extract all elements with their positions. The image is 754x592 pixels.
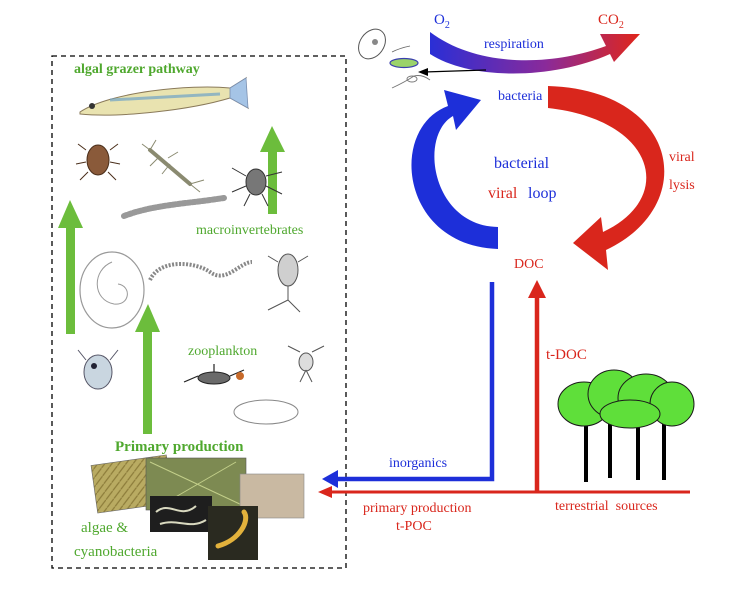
terrestrial-sources-label: terrestrial sources [555,499,658,514]
zooplankton-label: zooplankton [188,344,257,359]
primary-production-label: Primary production [115,439,244,455]
inorganics-arrow [333,282,495,482]
green-arrow-left [58,200,83,334]
t-doc-label: t-DOC [546,347,587,363]
respiration-arrow [430,32,640,74]
viral-lysis-arc-arrow [548,86,665,270]
fish-icon [79,76,250,116]
nauplius-icon [183,364,245,385]
bacterial-arc-arrow [411,90,498,249]
o2-label: O2 [434,12,450,31]
algal-pathway-box [51,55,347,569]
cladoceran-icon [287,345,325,383]
snail-icon [79,251,145,329]
t-poc-label: t-POC [396,519,432,534]
bacterial-label: bacterial [494,155,550,172]
mayfly-larva-icon [141,139,205,193]
flagellate-icon [389,45,431,89]
primary-production-flow-label: primary production [363,501,471,516]
green-arrow-right [260,126,285,214]
daphnia-icon [77,349,119,390]
beetle-icon [75,143,121,181]
copepod-icon [267,253,309,313]
arrowhead [322,470,338,488]
green-arrow-middle [135,304,160,434]
algae-label-line1: algae & [81,520,128,536]
doc-label: DOC [514,257,544,272]
ostracod-icon [233,399,299,425]
tree-icon [557,369,695,482]
macroinvertebrates-label: macroinvertebrates [196,223,303,238]
loop-label: loop [528,185,556,202]
co2-label: CO2 [598,12,624,31]
aphid-icon [231,167,283,207]
arrowhead [418,68,428,76]
viral-label: viral [488,185,518,202]
algal-pathway-title: algal grazer pathway [74,62,200,77]
inorganics-label: inorganics [389,456,447,471]
arrowhead [528,280,546,298]
algae-photo [90,454,305,560]
viral-right-label: viral [669,150,695,165]
bacteria-label: bacteria [498,89,543,104]
arrowhead [318,486,332,498]
worm-icon [148,260,253,282]
algae-label-line2: cyanobacteria [74,544,158,560]
ciliate-icon [358,28,386,60]
lysis-label: lysis [669,178,695,193]
bacteria-to-protists-arrow [423,69,487,73]
respiration-label: respiration [484,37,544,52]
caddis-larva-icon [121,195,227,219]
